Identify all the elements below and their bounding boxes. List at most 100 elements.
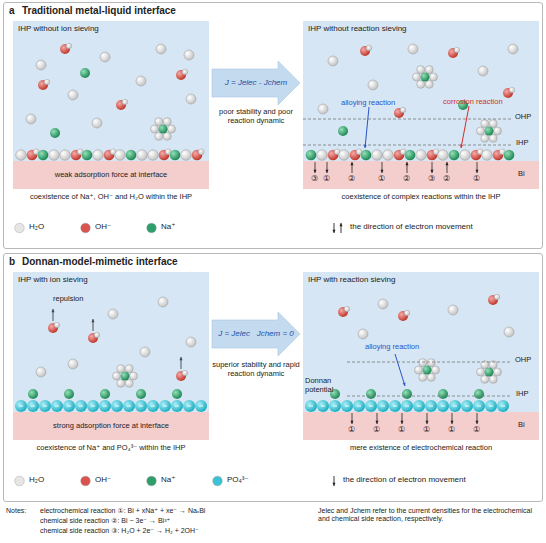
hydroxide-hydrogen (54, 322, 60, 328)
arrow-head (400, 421, 403, 424)
callout-number: ① (473, 174, 480, 184)
water-molecule (68, 359, 78, 369)
interface-box: IHP with ion sievingrepulsionstrong adso… (13, 272, 209, 440)
water-molecule (156, 44, 166, 54)
charge-sign (127, 406, 131, 407)
phosphate-ion (329, 400, 341, 412)
sodium-ion (306, 150, 317, 161)
callout-number: ① (348, 425, 355, 435)
phosphate-ion (39, 400, 51, 412)
charge-sign (465, 406, 469, 407)
phosphate-ion (51, 400, 63, 412)
charge-sign (345, 406, 349, 407)
arrow-head (403, 383, 406, 386)
panel-title: Donnan-model-mimetic interface (22, 256, 178, 267)
callout-number: ③ (311, 174, 318, 184)
legend-arrow-sample (330, 222, 346, 234)
phosphate-ion (171, 400, 183, 412)
plane-line (347, 396, 511, 397)
interface-illustration (13, 272, 209, 440)
charge-sign (405, 406, 409, 407)
arrow-head (475, 170, 478, 173)
charge-sign (139, 406, 143, 407)
legend-text: OH⁻ (95, 475, 111, 484)
water-molecule (508, 44, 518, 54)
bi-electrode (13, 412, 209, 440)
interface-box: IHP without ion sievingweak adsorption f… (13, 21, 209, 189)
sodium-ion (126, 150, 137, 161)
sodium-ion (366, 389, 376, 399)
arrow-head (350, 162, 353, 165)
water-molecule (481, 375, 489, 383)
annotation: repulsion (53, 294, 83, 303)
annotation: Donnan potential (305, 376, 345, 394)
charge-sign (429, 406, 433, 407)
sodium-ion (504, 150, 515, 161)
callout-number: ① (448, 425, 455, 435)
charge-sign (381, 406, 385, 407)
water-molecule (489, 375, 497, 383)
callout-number: ② (443, 174, 450, 184)
charge-sign (441, 406, 445, 407)
annotation: mere existence of electrochemical reacti… (303, 443, 539, 452)
charge-sign (501, 406, 505, 407)
callout-number: ① (378, 174, 385, 184)
water-molecule (408, 44, 418, 54)
phosphate-ion (111, 400, 123, 412)
water-molecule (425, 66, 433, 74)
charge-sign (309, 406, 313, 407)
sodium-ion (170, 150, 181, 161)
charge-sign (369, 406, 373, 407)
box-title: IHP without ion sieving (18, 24, 99, 33)
charge-sign (91, 406, 95, 407)
phosphate-ion (365, 400, 377, 412)
interface-box: IHP without reaction sievingalloying rea… (303, 21, 539, 189)
legend-text: OH⁻ (95, 222, 111, 231)
annotation: strong adsorption force at interface (13, 421, 209, 430)
sodium-ion (402, 389, 412, 399)
panel-letter: b (9, 256, 15, 267)
water-molecule (36, 367, 46, 377)
legend-ball (81, 476, 91, 486)
water-molecule (413, 73, 421, 81)
hydroxide-hydrogen (44, 79, 50, 85)
annotation: coexistence of Na⁺, OH⁻ and H₂O within t… (13, 192, 209, 201)
arrow-head (425, 421, 428, 424)
water-molecule (358, 329, 368, 339)
arrow-head (475, 421, 478, 424)
edge-label: J = Jelec Jchem = 0 (202, 329, 310, 338)
legend-swatch (14, 475, 26, 487)
sodium-ion (80, 68, 90, 78)
sodium-ion (159, 125, 168, 134)
hydroxide-hydrogen (66, 43, 72, 49)
arrow-shaft (461, 106, 469, 148)
plane-line (303, 119, 511, 120)
water-molecule (419, 373, 427, 381)
electrolyte-region (303, 21, 539, 161)
phosphate-ion (317, 400, 329, 412)
charge-sign (453, 406, 457, 407)
water-molecule (419, 359, 427, 367)
arrow-head (51, 309, 54, 312)
arrow-head (405, 162, 408, 165)
phosphate-ion (353, 400, 365, 412)
sodium-ion (38, 150, 49, 161)
water-molecule (168, 125, 176, 133)
arrow-head (350, 421, 353, 424)
water-molecule (477, 368, 485, 376)
callout-number: ② (403, 174, 410, 184)
water-molecule (482, 150, 493, 161)
legend-text: the direction of electron movement (350, 222, 473, 231)
sodium-ion (338, 126, 348, 136)
phosphate-ion (413, 400, 425, 412)
phosphate-ion (461, 400, 473, 412)
callout-number: ① (473, 425, 480, 435)
sodium-ion (100, 389, 110, 399)
arrow-head (445, 162, 448, 165)
box-title: IHP without reaction sieving (308, 24, 407, 33)
charge-sign (175, 406, 179, 407)
water-molecule (125, 365, 133, 373)
water-molecule (158, 297, 168, 307)
annotation: corrosion reaction (443, 97, 503, 106)
water-molecule (163, 118, 171, 126)
